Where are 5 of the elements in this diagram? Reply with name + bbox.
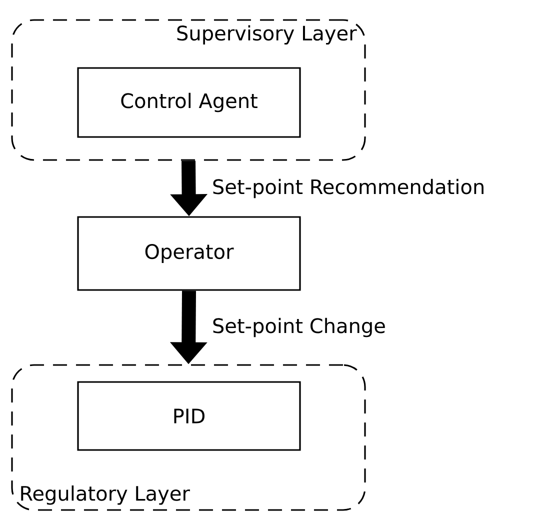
process-box: PID <box>77 381 301 451</box>
process-box: Operator <box>77 216 301 291</box>
edge-label: Set-point Change <box>213 318 385 338</box>
process-box: Control Agent <box>77 67 301 138</box>
edge-label: Set-point Recommendation <box>213 178 484 198</box>
